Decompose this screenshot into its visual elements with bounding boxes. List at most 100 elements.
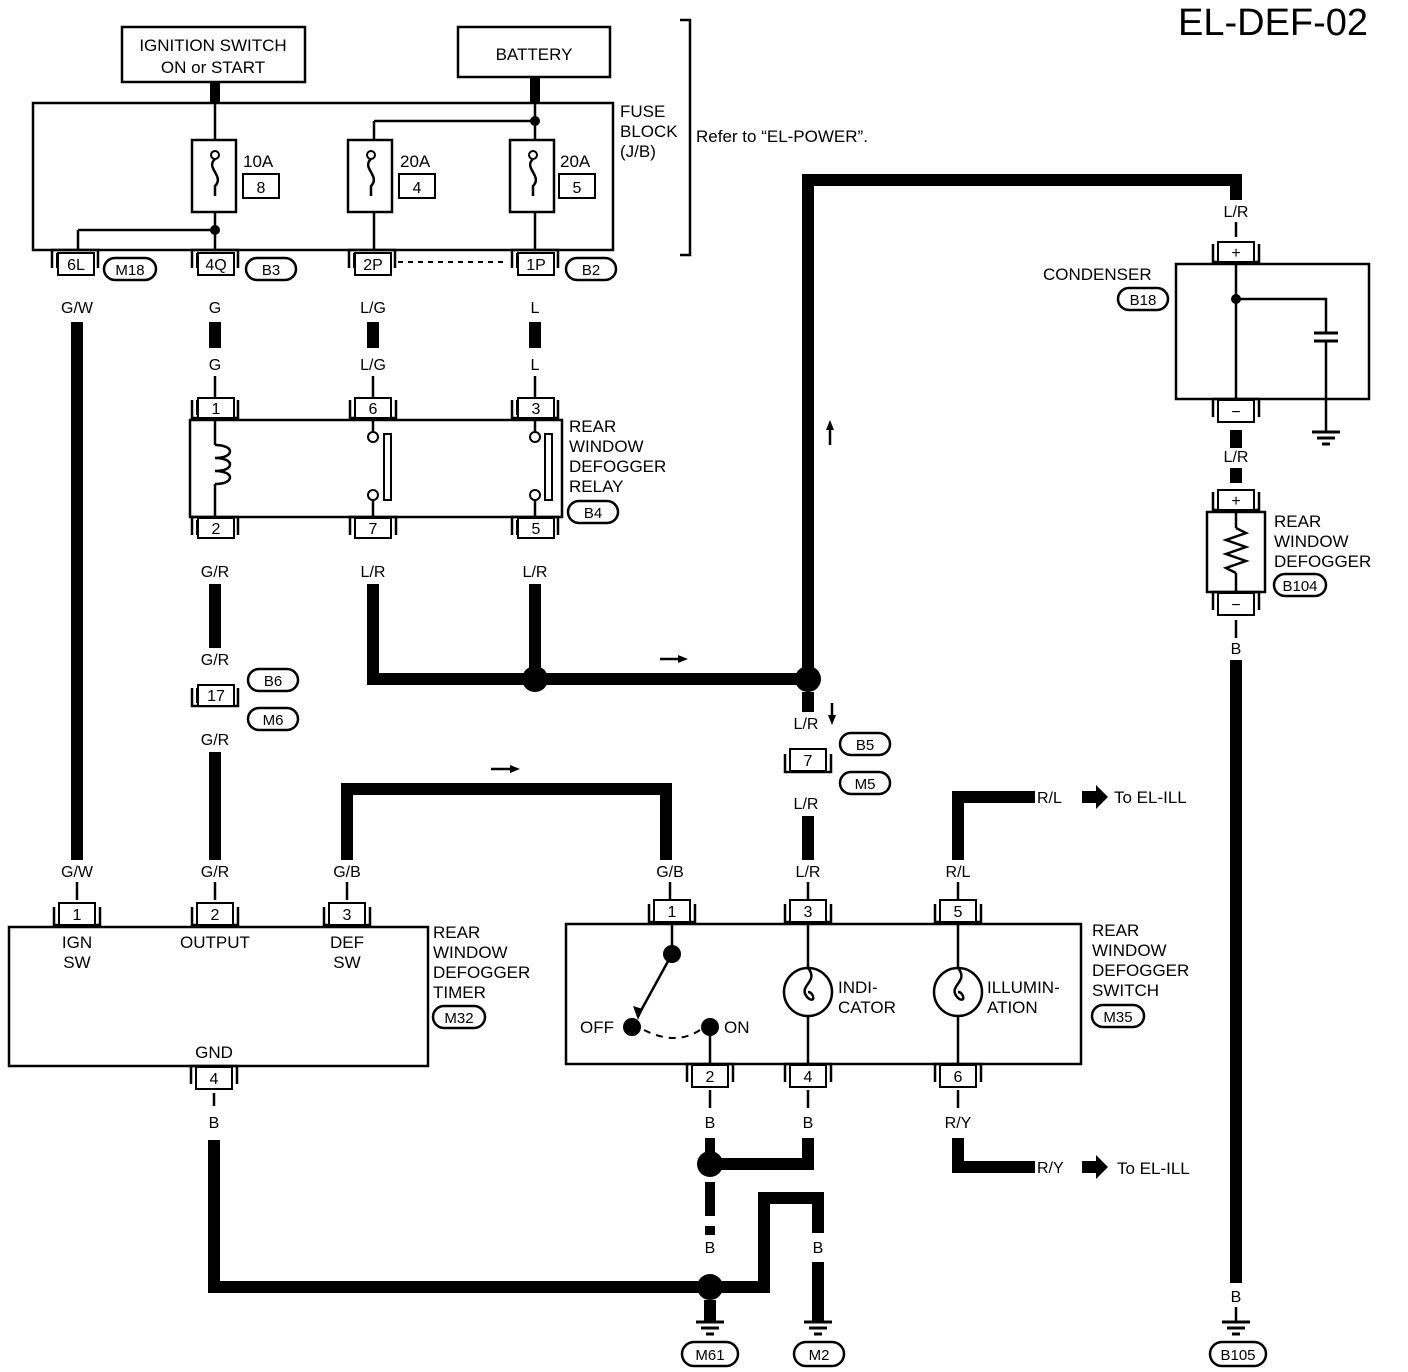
relay-pin-1: 1 <box>212 401 221 418</box>
relay-pin-5: 5 <box>532 521 541 538</box>
timer-pin-4: 4 <box>210 1071 219 1088</box>
switch-pin-4: 4 <box>804 1069 813 1086</box>
wire-label-b-defogger-top: B <box>1231 641 1242 658</box>
timer-label-3: DEFOGGER <box>433 963 530 982</box>
timer-pin-1: 1 <box>73 907 82 924</box>
terminal-2P: 2P <box>363 257 383 274</box>
timer-label-1: REAR <box>433 923 480 942</box>
relay-pin-3: 3 <box>532 401 541 418</box>
condenser-label: CONDENSER <box>1043 265 1152 284</box>
fuse-block-label-2: BLOCK <box>620 122 678 141</box>
relay-pin-2: 2 <box>212 521 221 538</box>
wire-label-b-m2: B <box>813 1240 824 1257</box>
relay-label-1: REAR <box>569 417 616 436</box>
defogger-pos: + <box>1231 493 1240 510</box>
conn-M5: M5 <box>855 776 876 793</box>
wire-label-lr-switch: L/R <box>796 864 821 881</box>
relay-pin-6: 6 <box>369 401 378 418</box>
wire-label-b-sw4: B <box>803 1115 814 1132</box>
switch-off-label: OFF <box>580 1018 614 1037</box>
timer-def-2: SW <box>333 953 360 972</box>
relay-coil-icon <box>214 443 232 486</box>
switch-pin-2: 2 <box>706 1069 715 1086</box>
joint-pin-17: 17 <box>207 688 225 705</box>
wire-label-gb-timer: G/B <box>333 864 361 881</box>
switch-label-4: SWITCH <box>1092 981 1159 1000</box>
illumination-label-2: ATION <box>987 998 1038 1017</box>
ignition-label-1: IGNITION SWITCH <box>139 36 286 55</box>
fuse-8-amp: 10A <box>243 152 274 171</box>
fuse-5-amp: 20A <box>560 152 591 171</box>
wire-label-lr-cond-top: L/R <box>1224 204 1249 221</box>
condenser-neg: − <box>1231 404 1240 421</box>
relay-label-2: WINDOW <box>569 437 644 456</box>
terminal-6L: 6L <box>67 257 85 274</box>
timer-gnd: GND <box>195 1043 233 1062</box>
bracket <box>680 18 692 257</box>
wire-label-b-loop: B <box>759 1240 770 1257</box>
ground-M61: M61 <box>695 1347 724 1364</box>
switch-label-2: WINDOW <box>1092 941 1167 960</box>
conn-B4: B4 <box>584 505 602 522</box>
timer-ign-1: IGN <box>62 933 92 952</box>
wire-label-b-m61: B <box>705 1240 716 1257</box>
wire-label-l-2: L <box>531 357 540 374</box>
fuse-8-num: 8 <box>257 180 266 197</box>
wire-label-g-2: G <box>209 357 221 374</box>
wire-label-rl-1: R/L <box>1037 790 1062 807</box>
wire-label-gw-top: G/W <box>61 300 94 317</box>
switch-label-1: REAR <box>1092 921 1139 940</box>
ignition-switch-box: IGNITION SWITCH ON or START <box>120 25 307 84</box>
joint2-pin-7: 7 <box>804 753 813 770</box>
defogger-label-3: DEFOGGER <box>1274 552 1371 571</box>
wire-label-gr-timer: G/R <box>201 864 229 881</box>
wire-label-b-sw2: B <box>705 1115 716 1132</box>
timer-pin-2: 2 <box>211 907 220 924</box>
conn-B3: B3 <box>262 262 280 279</box>
indicator-label-1: INDI- <box>838 978 878 997</box>
conn-M35: M35 <box>1103 1009 1132 1026</box>
wire-label-ry-2: R/Y <box>1037 1160 1064 1177</box>
ignition-label-2: ON or START <box>161 58 265 77</box>
defogger-timer: G/W G/R G/B 1 2 3 IGN SW OUTPUT DEF SW G… <box>7 864 708 1293</box>
switch-off-contact <box>623 1018 641 1036</box>
condenser-pos: + <box>1231 245 1240 262</box>
switch-pin-3: 3 <box>804 904 813 921</box>
dest-ry: To EL-ILL <box>1117 1159 1190 1178</box>
defogger-label-1: REAR <box>1274 512 1321 531</box>
wire-label-gr-1: G/R <box>201 564 229 581</box>
dest-rl: To EL-ILL <box>1114 788 1187 807</box>
wire-label-g-1: G <box>209 300 221 317</box>
timer-pin-3: 3 <box>343 907 352 924</box>
conn-B18: B18 <box>1130 292 1157 309</box>
switch-pin-1: 1 <box>668 904 677 921</box>
fuse-4-amp: 20A <box>400 152 431 171</box>
wire-label-rl-switch: R/L <box>946 864 971 881</box>
wires-upper: G/W G G L/G L/G L L <box>61 300 541 860</box>
terminal-1P: 1P <box>526 257 546 274</box>
wires-middle: G/R G/R 17 B6 M6 G/R L/R L/R L/R L/R 7 <box>190 174 1249 860</box>
timer-def-1: DEF <box>330 933 364 952</box>
refer-text: Refer to “EL-POWER”. <box>696 127 868 146</box>
wire-label-lr-j2a: L/R <box>794 716 819 733</box>
switch-pin-6: 6 <box>954 1069 963 1086</box>
fuse-8: 10A 8 <box>190 138 280 214</box>
wire-label-lr-relay7: L/R <box>361 564 386 581</box>
defogger-relay: 1 6 3 REAR WINDOW DEFOGGER RELAY B4 2 <box>188 397 666 539</box>
fuse-block-label-1: FUSE <box>620 102 665 121</box>
timer-label-2: WINDOW <box>433 943 508 962</box>
wire-label-lr-j2b: L/R <box>794 796 819 813</box>
wire-label-b-defogger-bottom: B <box>1231 1289 1242 1306</box>
switch-label-3: DEFOGGER <box>1092 961 1189 980</box>
relay-label-4: RELAY <box>569 477 624 496</box>
battery-label: BATTERY <box>496 45 573 64</box>
conn-M18: M18 <box>115 262 144 279</box>
indicator-label-2: CATOR <box>838 998 896 1017</box>
wire-label-l-1: L <box>531 300 540 317</box>
fuse-5: 20A 5 <box>508 138 596 214</box>
wire-label-gr-2: G/R <box>201 652 229 669</box>
timer-label-4: TIMER <box>433 983 486 1002</box>
fuse-4: 20A 4 <box>346 138 436 214</box>
switch-pin-5: 5 <box>954 904 963 921</box>
